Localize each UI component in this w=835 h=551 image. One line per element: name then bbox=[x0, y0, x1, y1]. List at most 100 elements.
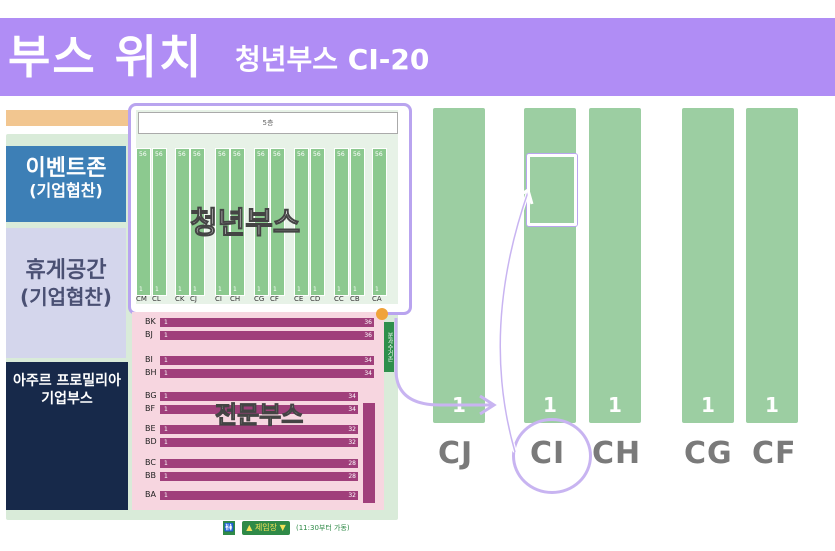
pro-row-code-ba: BA bbox=[145, 490, 156, 499]
youth-booth-code-cf: CF bbox=[270, 295, 279, 303]
youth-booth-bottom-number: 1 bbox=[139, 286, 143, 293]
youth-booth-top-number: 56 bbox=[257, 151, 265, 158]
pro-row-end-number: 28 bbox=[348, 460, 356, 467]
ci-highlight-circle bbox=[512, 418, 592, 494]
zone-event[interactable]: 이벤트존 (기업협찬) bbox=[6, 146, 126, 222]
zone-azure-line1: 아주르 프로밀리아 bbox=[13, 373, 121, 389]
pro-row-end-number: 36 bbox=[364, 319, 372, 326]
zoom-booth-code-cg: CG bbox=[684, 436, 733, 471]
zone-event-line2: (기업협찬) bbox=[29, 181, 103, 200]
zoom-booth-bar-cg[interactable]: 1 bbox=[682, 108, 734, 423]
arrow-circle-to-box bbox=[498, 191, 530, 453]
youth-booth-bottom-number: 1 bbox=[178, 286, 182, 293]
youth-booth-bottom-number: 1 bbox=[297, 286, 301, 293]
zoom-booth-number: 1 bbox=[543, 393, 557, 417]
youth-booth-bottom-number: 1 bbox=[257, 286, 261, 293]
zoom-booth-bar-ci[interactable]: 1 bbox=[524, 108, 576, 423]
youth-booth-label: 청년부스 bbox=[189, 206, 301, 242]
youth-booth-code-cd: CD bbox=[310, 295, 321, 303]
youth-booth-code-cc: CC bbox=[334, 295, 344, 303]
pro-row-end-number: 34 bbox=[364, 370, 372, 377]
youth-booth-bar-cg[interactable]: 56 1 bbox=[254, 148, 269, 296]
youth-booth-bar-cm[interactable]: 56 1 bbox=[136, 148, 151, 296]
pro-row-code-bg: BG bbox=[145, 391, 157, 400]
zoom-booth-bar-cj[interactable]: 1 bbox=[433, 108, 485, 423]
pro-side-column bbox=[363, 403, 375, 503]
youth-booth-code-ck: CK bbox=[175, 295, 185, 303]
entrance-button[interactable]: ▲ 제입장 ▼ bbox=[242, 521, 290, 535]
pro-row-code-bk: BK bbox=[145, 317, 156, 326]
youth-booth-top-number: 56 bbox=[273, 151, 281, 158]
pro-row-code-be: BE bbox=[145, 424, 156, 433]
recycling-zone-label: 분과수거존 bbox=[384, 322, 394, 372]
youth-booth-bottom-number: 1 bbox=[233, 286, 237, 293]
pro-row-code-bb: BB bbox=[145, 471, 156, 480]
page-title: 부스 위치 bbox=[8, 30, 204, 84]
zoom-booth-code-cf: CF bbox=[752, 436, 797, 471]
youth-booth-top-number: 56 bbox=[193, 151, 201, 158]
arrow-circle-to-box-outline bbox=[499, 191, 529, 453]
zone-azure-line2: 기업부스 bbox=[41, 391, 93, 407]
youth-booth-top-number: 56 bbox=[337, 151, 345, 158]
youth-booth-code-ce: CE bbox=[294, 295, 304, 303]
pro-row-end-number: 32 bbox=[348, 492, 356, 499]
youth-booth-code-cb: CB bbox=[350, 295, 360, 303]
youth-booth-top-number: 56 bbox=[353, 151, 361, 158]
pro-row-end-number: 28 bbox=[348, 473, 356, 480]
zone-rest[interactable]: 휴게공간 (기업협찬) bbox=[6, 228, 126, 358]
youth-booth-code-ci: CI bbox=[215, 295, 222, 303]
info-marker bbox=[376, 308, 388, 320]
arrow-circle-to-box-head bbox=[515, 187, 534, 205]
entrance-note: (11:30부터 가동) bbox=[296, 524, 350, 532]
zoom-booth-bar-cf[interactable]: 1 bbox=[746, 108, 798, 423]
pro-row-code-bd: BD bbox=[145, 437, 157, 446]
youth-booth-bottom-number: 1 bbox=[375, 286, 379, 293]
pro-row-end-number: 34 bbox=[348, 393, 356, 400]
pro-booth-label: 전문부스 bbox=[214, 401, 304, 430]
zone-rest-line1: 휴게공간 bbox=[25, 258, 107, 283]
youth-booth-code-cg: CG bbox=[254, 295, 265, 303]
youth-booth-top-number: 56 bbox=[139, 151, 147, 158]
youth-booth-bar-cf[interactable]: 56 1 bbox=[270, 148, 285, 296]
pro-row-end-number: 36 bbox=[364, 332, 372, 339]
arrow-map-to-zoom-head bbox=[479, 394, 497, 416]
stage-label: 5층 bbox=[138, 112, 398, 134]
zoom-booth-number: 1 bbox=[608, 393, 622, 417]
youth-booth-top-number: 56 bbox=[313, 151, 321, 158]
zone-rest-line2: (기업협찬) bbox=[20, 285, 112, 309]
zoom-booth-bar-ch[interactable]: 1 bbox=[589, 108, 641, 423]
pro-row-end-number: 34 bbox=[364, 357, 372, 364]
youth-booth-bottom-number: 1 bbox=[273, 286, 277, 293]
pro-row-code-bf: BF bbox=[145, 404, 156, 413]
pro-row-code-bj: BJ bbox=[145, 330, 153, 339]
youth-booth-code-ch: CH bbox=[230, 295, 241, 303]
youth-booth-bottom-number: 1 bbox=[155, 286, 159, 293]
restroom-icon: 🚻 bbox=[223, 521, 235, 535]
youth-booth-code-ca: CA bbox=[372, 295, 382, 303]
youth-booth-code-cj: CJ bbox=[190, 295, 197, 303]
youth-booth-code-cl: CL bbox=[152, 295, 161, 303]
zone-azure[interactable]: 아주르 프로밀리아 기업부스 bbox=[6, 362, 128, 510]
